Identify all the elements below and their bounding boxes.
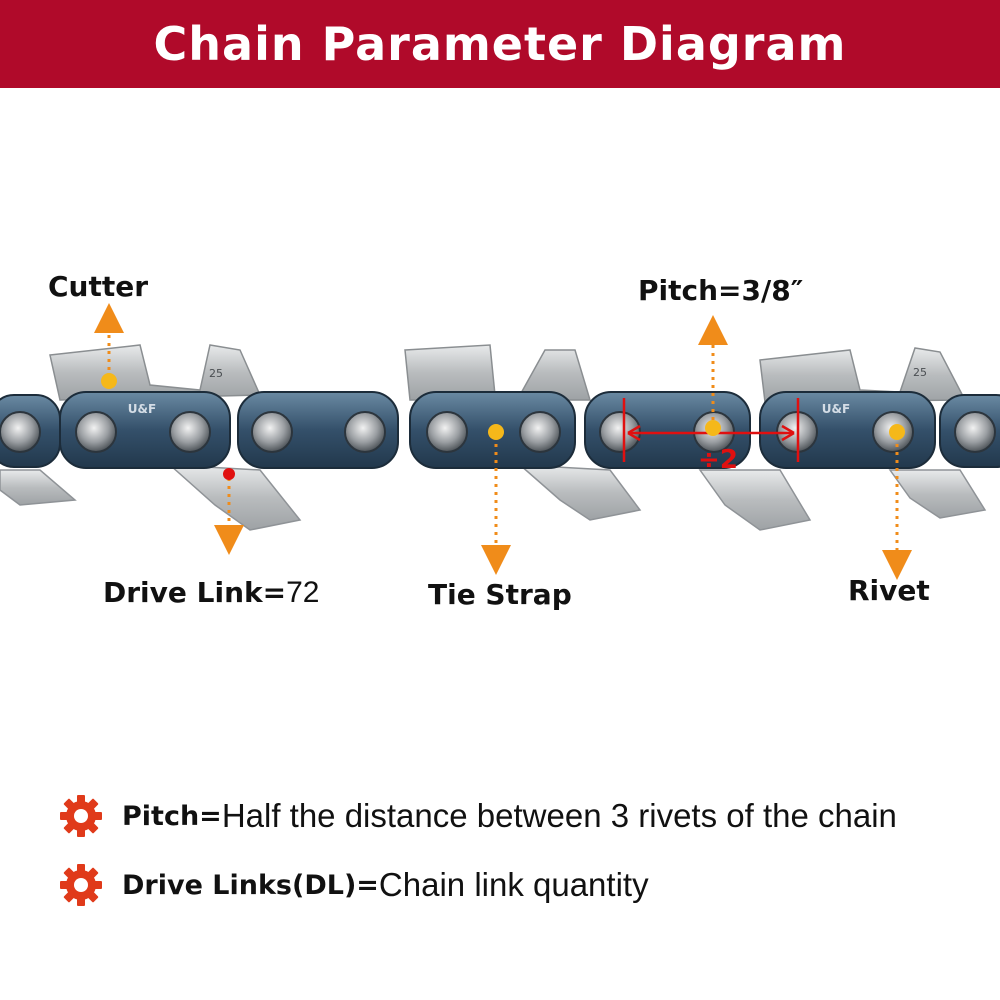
diagram-stage: U&F U&F 25 25 ÷2 Cutter Pitch=3/8″ Dri: [0, 88, 1000, 1000]
pitch-marker: [705, 420, 721, 436]
tie-strap-label: Tie Strap: [428, 578, 572, 611]
drive-link-tangs: [0, 464, 987, 531]
drive-link-label: Drive Link=72: [103, 576, 319, 610]
rivets: [0, 411, 996, 453]
rivet-label: Rivet: [848, 574, 930, 607]
legend-definition: Chain link quantity: [378, 866, 649, 903]
drive-link-term: Drive Link=: [103, 576, 287, 609]
legend-term: Drive Links(DL)=: [122, 869, 379, 901]
tie-strap-marker: [488, 424, 504, 440]
pitch-divisor: ÷2: [698, 445, 738, 475]
cutter-label: Cutter: [48, 270, 149, 303]
gauge-stamp: 25: [913, 366, 927, 379]
gauge-stamp: 25: [209, 367, 223, 380]
page-title: Chain Parameter Diagram: [153, 17, 847, 71]
legend-item-drive-links: Drive Links(DL)= Chain link quantity: [58, 862, 649, 908]
callout-arrows: [94, 303, 912, 580]
legend-term: Pitch=: [122, 800, 222, 832]
title-banner: Chain Parameter Diagram: [0, 0, 1000, 88]
gear-icon: [60, 864, 102, 906]
chain-plates: [0, 391, 1000, 469]
gear-icon: [60, 795, 102, 837]
drive-link-value: 72: [286, 576, 320, 609]
cutter-marker: [101, 373, 117, 389]
brand-stamp: U&F: [822, 402, 850, 416]
drive-link-marker: [223, 468, 235, 480]
rivet-marker: [889, 424, 905, 440]
pitch-label: Pitch=3/8″: [638, 274, 804, 307]
legend-item-pitch: Pitch= Half the distance between 3 rivet…: [58, 793, 897, 839]
chain-diagram: U&F U&F 25 25 ÷2: [0, 303, 1000, 580]
brand-stamp: U&F: [128, 402, 156, 416]
legend-definition: Half the distance between 3 rivets of th…: [221, 797, 897, 834]
